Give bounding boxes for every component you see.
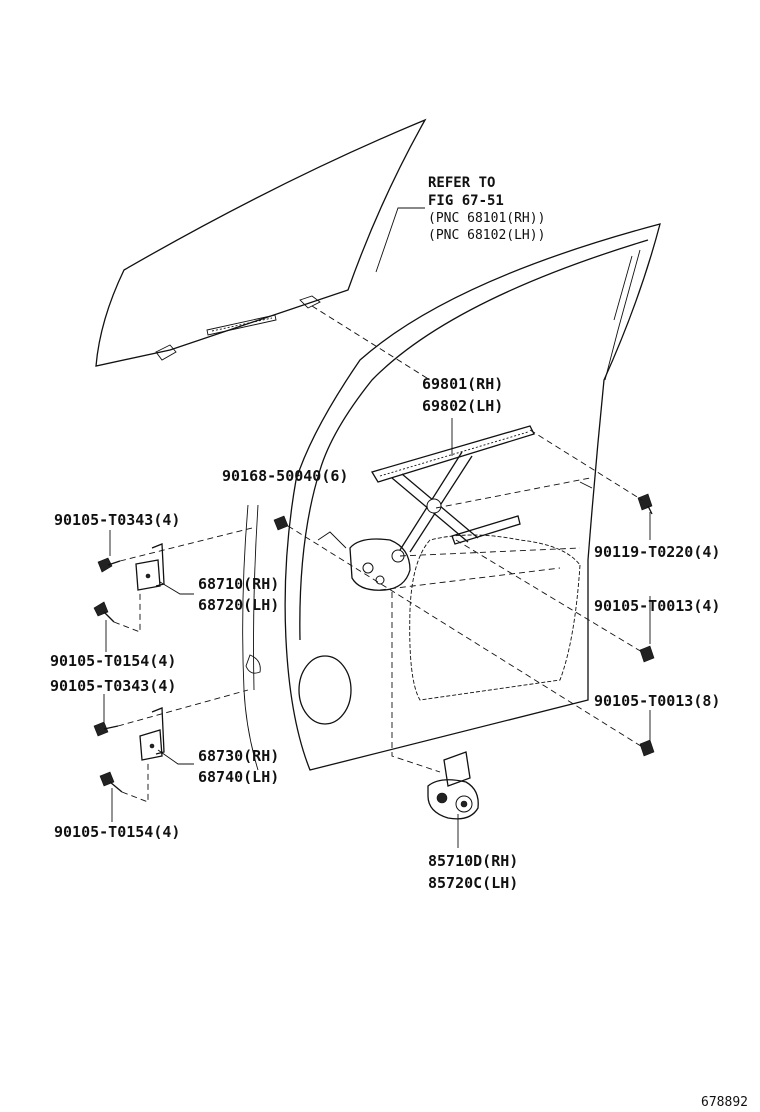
part-label-90105-T0343-lower: 90105-T0343(4) [50,677,176,695]
part-label-90105-T0154-lower: 90105-T0154(4) [54,823,180,841]
bolt-icon [637,493,653,515]
bolt-icon [639,645,655,663]
part-label-90119-T0220: 90119-T0220(4) [594,543,720,561]
bolt-icon [93,721,119,737]
part-label-68730: 68730(RH) [198,747,279,765]
bolt-icon [97,557,121,573]
upper-hinge [135,543,165,591]
bolt-icon [639,739,655,757]
reference-line-4: (PNC 68102(LH)) [428,228,545,243]
part-label-85720C: 85720C(LH) [428,874,518,892]
part-label-90105-T0013-8: 90105-T0013(8) [594,692,720,710]
reference-line-2: FIG 67-51 [428,193,504,209]
door-panel [242,223,661,771]
part-label-68740: 68740(LH) [198,768,279,786]
leader-lines [103,418,651,848]
part-label-90105-T0154-upper: 90105-T0154(4) [50,652,176,670]
part-label-68710: 68710(RH) [198,575,279,593]
glass-to-door-guide [311,305,431,381]
bolt-icon [273,515,289,531]
part-label-69801: 69801(RH) [422,375,503,393]
part-label-69802: 69802(LH) [422,397,503,415]
lower-hinge [139,707,165,761]
bolt-icon [99,771,123,793]
door-glass [95,118,427,367]
reference-line-3: (PNC 68101(RH)) [428,211,545,226]
reference-line-1: REFER TO [428,175,495,191]
glass-reference-leader [375,207,425,273]
part-label-85710D: 85710D(RH) [428,852,518,870]
part-label-68720: 68720(LH) [198,596,279,614]
bolt-icon [93,601,115,623]
part-label-90105-T0343-upper: 90105-T0343(4) [54,511,180,529]
window-regulator [317,425,535,591]
assembly-lines [113,429,645,803]
part-label-90168-50040: 90168-50040(6) [222,467,348,485]
speaker-opening [298,655,352,725]
regulator-motor [427,751,479,820]
part-label-90105-T0013-4: 90105-T0013(4) [594,597,720,615]
figure-id: 678892 [701,1095,748,1110]
